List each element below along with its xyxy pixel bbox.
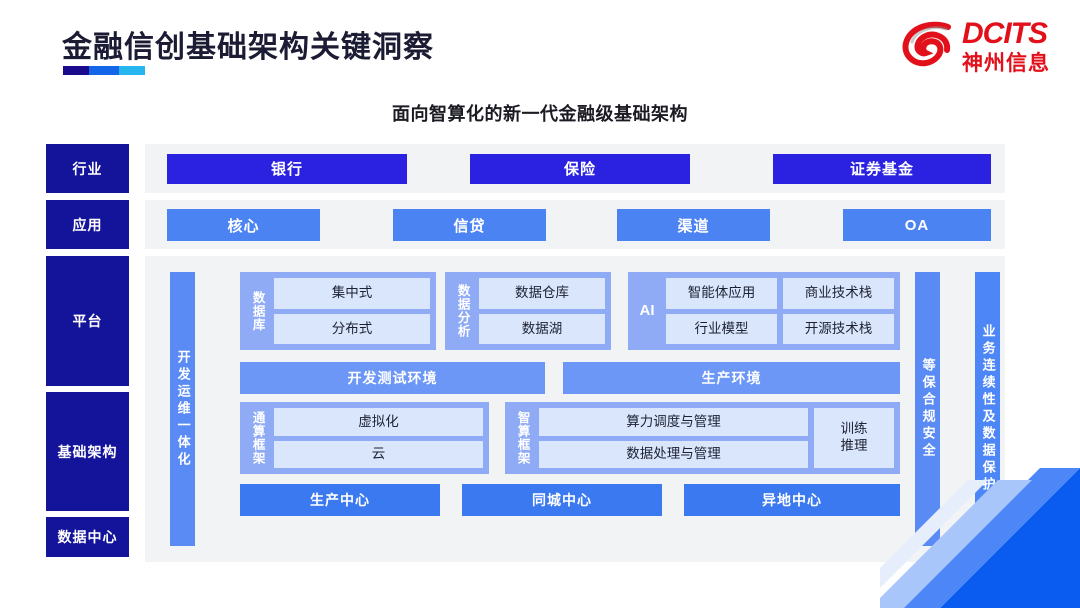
decorative-corner-stripes bbox=[880, 468, 1080, 608]
group-row: 数据湖 bbox=[479, 313, 605, 344]
application-item-credit[interactable]: 信贷 bbox=[393, 209, 546, 241]
dcits-logo: DCITS 神州信息 bbox=[902, 18, 1050, 74]
rule-segment-1 bbox=[63, 66, 89, 75]
cell-compute-scheduling[interactable]: 算力调度与管理 bbox=[539, 408, 808, 436]
layer-label-data-center: 数据中心 bbox=[46, 517, 129, 557]
diagram-subtitle: 面向智算化的新一代金融级基础架构 bbox=[392, 104, 688, 124]
group-label-ai: AI bbox=[639, 302, 655, 320]
application-item-core[interactable]: 核心 bbox=[167, 209, 320, 241]
application-band: 核心 信贷 渠道 OA bbox=[145, 200, 1005, 249]
logo-cn: 神州信息 bbox=[962, 51, 1050, 75]
environment-dev-test[interactable]: 开发测试环境 bbox=[240, 362, 545, 394]
cell-virtualization[interactable]: 虚拟化 bbox=[274, 408, 483, 436]
environment-production[interactable]: 生产环境 bbox=[563, 362, 900, 394]
group-row: 行业模型 开源技术栈 bbox=[666, 313, 894, 344]
layer-label-infrastructure: 基础架构 bbox=[46, 392, 129, 511]
logo-text: DCITS 神州信息 bbox=[962, 16, 1050, 75]
group-general-compute-framework: 通算框架 虚拟化 云 bbox=[240, 402, 489, 474]
cell-centralized[interactable]: 集中式 bbox=[274, 278, 430, 309]
industry-item-securities[interactable]: 证券基金 bbox=[773, 153, 991, 184]
layer-label-column: 行业 应用 平台 基础架构 数据中心 bbox=[46, 144, 129, 562]
layer-label-platform: 平台 bbox=[46, 256, 129, 386]
group-intelligent-compute-framework: 智算框架 算力调度与管理 数据处理与管理 训练推理 bbox=[505, 402, 900, 474]
application-item-oa[interactable]: OA bbox=[843, 209, 991, 241]
cell-commercial-stack[interactable]: 商业技术栈 bbox=[783, 278, 894, 309]
swirl-icon bbox=[902, 21, 954, 71]
group-body-data-analysis: 数据仓库 数据湖 bbox=[479, 278, 605, 344]
group-database: 数据库 集中式 分布式 bbox=[240, 272, 436, 350]
cell-distributed[interactable]: 分布式 bbox=[274, 313, 430, 344]
group-label-database: 数据库 bbox=[250, 290, 265, 332]
cell-opensource-stack[interactable]: 开源技术栈 bbox=[783, 313, 894, 344]
industry-row: 银行 保险 证券基金 bbox=[145, 144, 1005, 193]
cell-train-inference[interactable]: 训练推理 bbox=[814, 408, 894, 468]
intelligent-compute-stack: 算力调度与管理 数据处理与管理 bbox=[539, 408, 808, 468]
cell-industry-model[interactable]: 行业模型 bbox=[666, 313, 777, 344]
cell-data-processing[interactable]: 数据处理与管理 bbox=[539, 440, 808, 468]
group-body-ai: 智能体应用 商业技术栈 行业模型 开源技术栈 bbox=[666, 278, 894, 344]
group-body-intelligent-compute: 算力调度与管理 数据处理与管理 训练推理 bbox=[539, 408, 894, 468]
layer-label-application: 应用 bbox=[46, 200, 129, 249]
layer-label-industry: 行业 bbox=[46, 144, 129, 193]
cell-data-warehouse[interactable]: 数据仓库 bbox=[479, 278, 605, 309]
industry-item-bank[interactable]: 银行 bbox=[167, 153, 407, 184]
cell-agent-application[interactable]: 智能体应用 bbox=[666, 278, 777, 309]
page-title: 金融信创基础架构关键洞察 bbox=[62, 31, 434, 64]
title-underline-rule bbox=[63, 66, 145, 75]
group-row: 虚拟化 bbox=[274, 408, 483, 436]
group-row: 数据仓库 bbox=[479, 278, 605, 309]
cell-data-lake[interactable]: 数据湖 bbox=[479, 313, 605, 344]
main-inner-area: 数据库 集中式 分布式 数据分析 数据仓库 数据湖 bbox=[240, 272, 900, 546]
industry-band: 银行 保险 证券基金 bbox=[145, 144, 1005, 193]
group-label-intelligent-compute: 智算框架 bbox=[515, 411, 530, 465]
group-data-analysis: 数据分析 数据仓库 数据湖 bbox=[445, 272, 611, 350]
group-label-data-analysis: 数据分析 bbox=[455, 284, 470, 338]
page-header: 金融信创基础架构关键洞察 DCITS 神州信息 bbox=[0, 0, 1080, 90]
cell-cloud[interactable]: 云 bbox=[274, 440, 483, 468]
rule-segment-2 bbox=[89, 66, 119, 75]
vertical-bar-devops: 开发运维一体化 bbox=[170, 272, 195, 546]
group-body-general-compute: 虚拟化 云 bbox=[274, 408, 483, 468]
data-center-production[interactable]: 生产中心 bbox=[240, 484, 440, 516]
group-row: 分布式 bbox=[274, 313, 430, 344]
group-label-general-compute: 通算框架 bbox=[250, 411, 265, 465]
rule-segment-3 bbox=[119, 66, 145, 75]
application-item-channel[interactable]: 渠道 bbox=[617, 209, 770, 241]
group-row: 集中式 bbox=[274, 278, 430, 309]
platform-infrastructure-band: 开发运维一体化 等保合规安全 数据库 集中式 分布式 数据分析 数据仓库 bbox=[145, 256, 1005, 562]
group-ai: AI 智能体应用 商业技术栈 行业模型 开源技术栈 bbox=[628, 272, 900, 350]
application-row: 核心 信贷 渠道 OA bbox=[145, 200, 1005, 249]
data-center-metro[interactable]: 同城中心 bbox=[462, 484, 662, 516]
logo-en: DCITS bbox=[962, 16, 1048, 50]
data-center-remote[interactable]: 异地中心 bbox=[684, 484, 900, 516]
industry-item-insurance[interactable]: 保险 bbox=[470, 153, 690, 184]
vertical-bar-compliance: 等保合规安全 bbox=[915, 272, 940, 546]
group-body-database: 集中式 分布式 bbox=[274, 278, 430, 344]
group-row: 智能体应用 商业技术栈 bbox=[666, 278, 894, 309]
group-row: 云 bbox=[274, 440, 483, 468]
